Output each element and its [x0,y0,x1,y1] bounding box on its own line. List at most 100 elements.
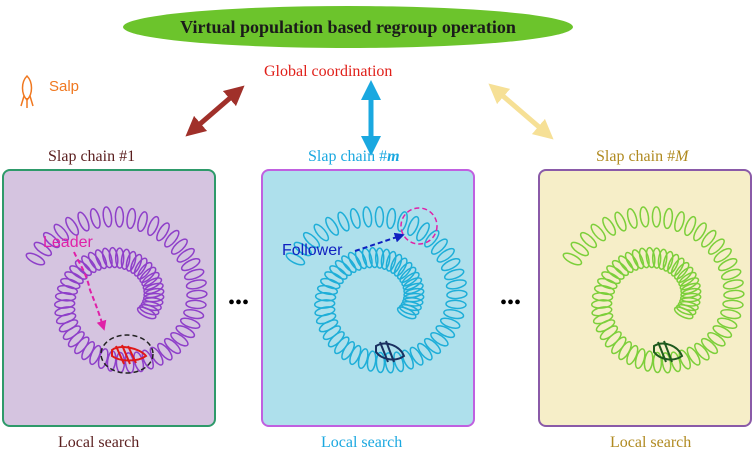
salp-icon [401,271,420,287]
salp-icon [674,211,685,233]
salp-icon [81,255,97,274]
salp-icon [673,261,690,280]
salp-icon [673,306,694,320]
salp-icon [618,255,634,274]
salp-icon [643,350,654,372]
salp-icon [384,352,395,374]
salp-icon [314,292,337,302]
salp-icon [285,252,306,266]
ellipsis-2: ••• [500,292,522,314]
salp-icon [108,246,119,269]
salp-icon [626,207,638,229]
salp-icon [362,206,373,228]
salp-icon [402,277,423,291]
salp-icon [102,206,113,228]
salp-icon [562,252,583,266]
global-coordination-label: Global coordination [264,63,393,80]
salp-spiral-chain-1 [25,206,208,374]
salp-icon [136,261,153,280]
salp-icon [707,238,725,255]
arrow-to-chain-1 [185,85,245,137]
salp-icon [164,229,180,248]
salp-icon [652,351,663,374]
salp-icon [639,206,650,228]
salp-icon [366,350,377,372]
salp-icon [53,223,70,242]
salp-spirals [25,206,745,374]
salp-icon [341,255,357,274]
title-ellipse [123,6,573,48]
salp-icon [402,292,425,303]
salp-icon [143,287,165,299]
salp-icon [133,257,148,277]
salp-icon [130,253,143,274]
salp-icon [126,207,137,230]
salp-icon [651,206,662,228]
salp-icon [593,284,616,296]
salp-icon [141,349,155,370]
salp-icon [679,297,701,307]
salp-icon [591,292,614,302]
salp-icon [440,257,461,272]
salp-icon [657,248,668,270]
salp-icon [136,306,157,320]
salp-icon [64,271,84,285]
salp-icon [393,257,408,277]
salp-icon [716,317,738,329]
chain-m-title: Slap chain #m [308,148,400,165]
leader-pointer [73,251,107,331]
salp-icon [180,257,201,272]
leader-salp-icon [111,344,148,365]
salp-icon [606,265,625,280]
salp-icon [293,241,313,257]
salp-icon [570,241,590,257]
salp-icon [185,279,207,290]
salp-icon [349,207,361,229]
salp-icon [661,352,672,374]
panel-chain-m [261,169,475,427]
salp-icon [179,317,201,329]
salp-icon [149,346,164,366]
salp-icon [645,246,656,269]
salp-icon [694,342,710,361]
salp-icon [396,261,413,280]
panel-chain-M [538,169,752,427]
salp-icon [651,247,662,269]
salp-icon [87,251,102,271]
salp-icon [42,231,61,249]
salp-icon [368,246,379,269]
salp-spiral-chain-2 [285,206,468,374]
salp-icon [54,292,77,302]
salp-icon [347,251,362,271]
salp-icon [445,299,467,310]
salp-icon [678,349,692,370]
chain-M-footer: Local search [610,434,692,451]
salp-icon [398,303,420,316]
salp-icon [302,231,321,249]
salp-icon [403,287,425,299]
salp-icon [60,277,81,290]
salp-icon [393,351,405,373]
salp-icon [678,271,697,287]
salp-icon [142,292,165,303]
salp-icon [423,337,442,355]
salp-icon [337,211,350,232]
salp-icon [163,337,182,355]
salp-icon [142,297,164,307]
salp-icon [33,241,53,257]
salp-icon [684,215,697,237]
salp-icon [142,277,163,291]
salp-icon [324,271,344,285]
salp-icon [443,308,465,320]
salp-icon [147,215,160,237]
salp-icon [700,337,719,355]
salp-icon [313,223,330,242]
salp-icon [176,247,195,263]
chain-1-title: Slap chain #1 [48,148,136,165]
salp-icon [722,299,744,310]
salp-icon [579,231,598,249]
salp-icon [385,250,397,272]
salp-icon [601,271,621,285]
salp-icon [138,303,160,316]
